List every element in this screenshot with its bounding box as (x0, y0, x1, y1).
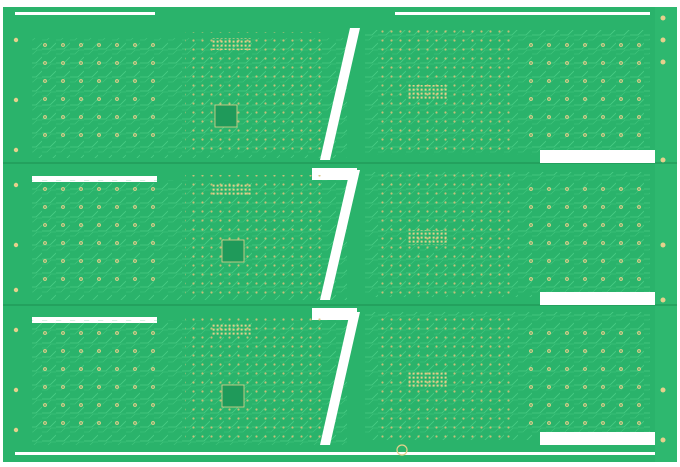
top-slot-right (395, 12, 650, 15)
panel-2-left-chiparea (185, 175, 325, 295)
panel-1-notch (540, 150, 655, 163)
panel-3-left-vias (36, 325, 166, 435)
left-holes (13, 37, 19, 433)
panel-3 (32, 312, 655, 445)
top-slot-left (15, 12, 155, 15)
gap-1-left (32, 176, 157, 182)
panel-3-left-chiparea (185, 315, 325, 440)
rail-holes (660, 15, 666, 443)
panel-3-left-ic2 (221, 384, 245, 408)
panel-3-right-vias (520, 322, 650, 432)
panel-2-diagonal-slot (320, 170, 360, 300)
panel-1 (32, 28, 655, 163)
edge-rail (655, 7, 677, 462)
panel-1-left-ic2 (214, 104, 238, 128)
logo-mark (396, 444, 408, 456)
panel-3-notch (540, 432, 655, 445)
panel-1-left-ic (212, 38, 252, 50)
panel-1-left-vias (36, 40, 166, 150)
panel-2-left-ic2 (221, 239, 245, 263)
panel-1-diagonal-slot (320, 28, 360, 160)
panel-2-left-vias (36, 185, 166, 295)
panel-3-diagonal-slot (320, 312, 360, 445)
panel-2-right-vias (520, 182, 650, 292)
bottom-slot (15, 452, 655, 455)
panel-1-left-chiparea (185, 32, 325, 152)
panel-3-left-ic (212, 323, 252, 335)
panel-2 (32, 170, 655, 305)
panel-1-right-vias (520, 40, 650, 150)
panel-1-right-ic (408, 85, 448, 100)
panel-3-right-ic (408, 372, 448, 387)
panel-2-right-ic (408, 230, 448, 245)
panel-2-left-ic (212, 183, 252, 195)
panel-2-notch (540, 292, 655, 305)
